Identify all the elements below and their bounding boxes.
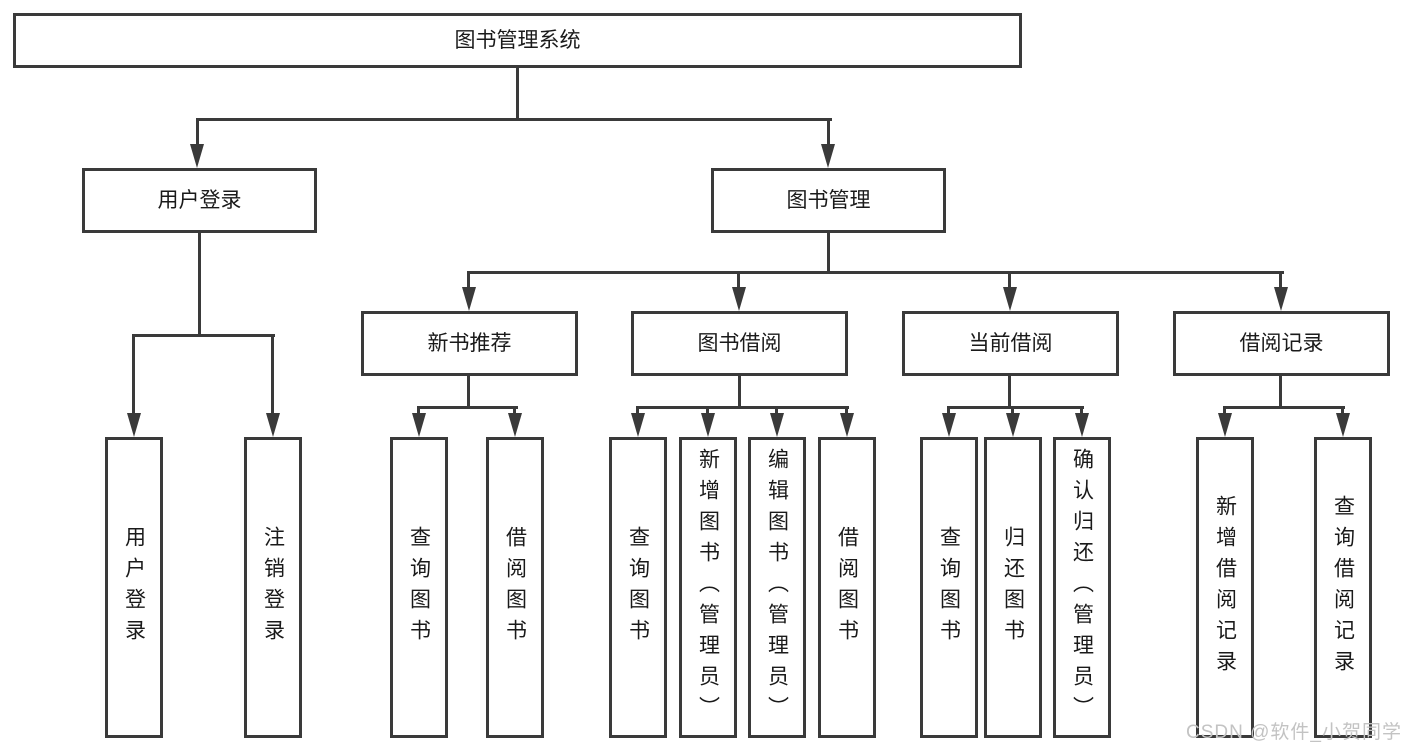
connector-stem [1223, 406, 1226, 417]
arrow-down-icon [190, 144, 204, 168]
connector-userlogin-trunk [198, 233, 201, 337]
connector-stem [271, 334, 274, 413]
connector-root-hbar [196, 118, 832, 121]
arrow-down-icon [1336, 413, 1350, 437]
arrow-down-icon [631, 413, 645, 437]
leaf-edit-book-admin: 编辑图书（管理员） [748, 437, 806, 738]
leaf-confirm-return-admin: 确认归还（管理员） [1053, 437, 1111, 738]
csdn-watermark: CSDN @软件_小贺同学 [1186, 722, 1402, 743]
connector-stem [1279, 271, 1282, 291]
arrow-down-icon [1006, 413, 1020, 437]
connector-stem [1008, 271, 1011, 291]
arrow-down-icon [1075, 413, 1089, 437]
connector-stem [775, 406, 778, 417]
arrow-down-icon [942, 413, 956, 437]
leaf-logout: 注销登录 [244, 437, 302, 738]
connector-current-trunk [1008, 376, 1011, 409]
leaf-borrow-book: 借阅图书 [818, 437, 876, 738]
leaf-query-borrow-record: 查询借阅记录 [1314, 437, 1372, 738]
arrow-down-icon [701, 413, 715, 437]
connector-stem [1080, 406, 1083, 417]
connector-current-hbar [947, 406, 1084, 409]
arrow-down-icon [840, 413, 854, 437]
connector-stem [467, 271, 470, 291]
leaf-return-book: 归还图书 [984, 437, 1042, 738]
connector-stem [636, 406, 639, 417]
leaf-query-book-recommend: 查询图书 [390, 437, 448, 738]
arrow-down-icon [770, 413, 784, 437]
node-current-borrow: 当前借阅 [902, 311, 1119, 376]
arrow-down-icon [412, 413, 426, 437]
connector-root-trunk [516, 68, 519, 121]
connector-stem [706, 406, 709, 417]
connector-recommend-hbar [417, 406, 518, 409]
connector-stem [1011, 406, 1014, 417]
connector-records-hbar [1223, 406, 1345, 409]
connector-stem [196, 118, 199, 148]
arrow-down-icon [1003, 287, 1017, 311]
arrow-down-icon [732, 287, 746, 311]
connector-records-trunk [1279, 376, 1282, 409]
connector-stem [1341, 406, 1344, 417]
leaf-borrow-book-recommend: 借阅图书 [486, 437, 544, 738]
node-book-management: 图书管理 [711, 168, 946, 233]
node-book-borrow: 图书借阅 [631, 311, 848, 376]
connector-userlogin-hbar [132, 334, 275, 337]
arrow-down-icon [1274, 287, 1288, 311]
connector-stem [737, 271, 740, 291]
leaf-query-book-current: 查询图书 [920, 437, 978, 738]
arrow-down-icon [462, 287, 476, 311]
connector-stem [827, 118, 830, 148]
connector-borrow-trunk [738, 376, 741, 409]
connector-recommend-trunk [467, 376, 470, 409]
node-root: 图书管理系统 [13, 13, 1022, 68]
arrow-down-icon [127, 413, 141, 437]
node-borrow-records: 借阅记录 [1173, 311, 1390, 376]
arrow-down-icon [508, 413, 522, 437]
connector-bookmgmt-hbar [468, 271, 1284, 274]
leaf-add-book-admin: 新增图书（管理员） [679, 437, 737, 738]
connector-stem [513, 406, 516, 417]
node-new-book-recommend: 新书推荐 [361, 311, 578, 376]
connector-stem [132, 334, 135, 413]
leaf-add-borrow-record: 新增借阅记录 [1196, 437, 1254, 738]
leaf-user-login: 用户登录 [105, 437, 163, 738]
connector-borrow-hbar [636, 406, 849, 409]
node-user-login: 用户登录 [82, 168, 317, 233]
connector-stem [417, 406, 420, 417]
arrow-down-icon [821, 144, 835, 168]
connector-bookmgmt-trunk [827, 233, 830, 274]
arrow-down-icon [1218, 413, 1232, 437]
connector-stem [947, 406, 950, 417]
connector-stem [845, 406, 848, 417]
arrow-down-icon [266, 413, 280, 437]
leaf-query-book-borrow: 查询图书 [609, 437, 667, 738]
